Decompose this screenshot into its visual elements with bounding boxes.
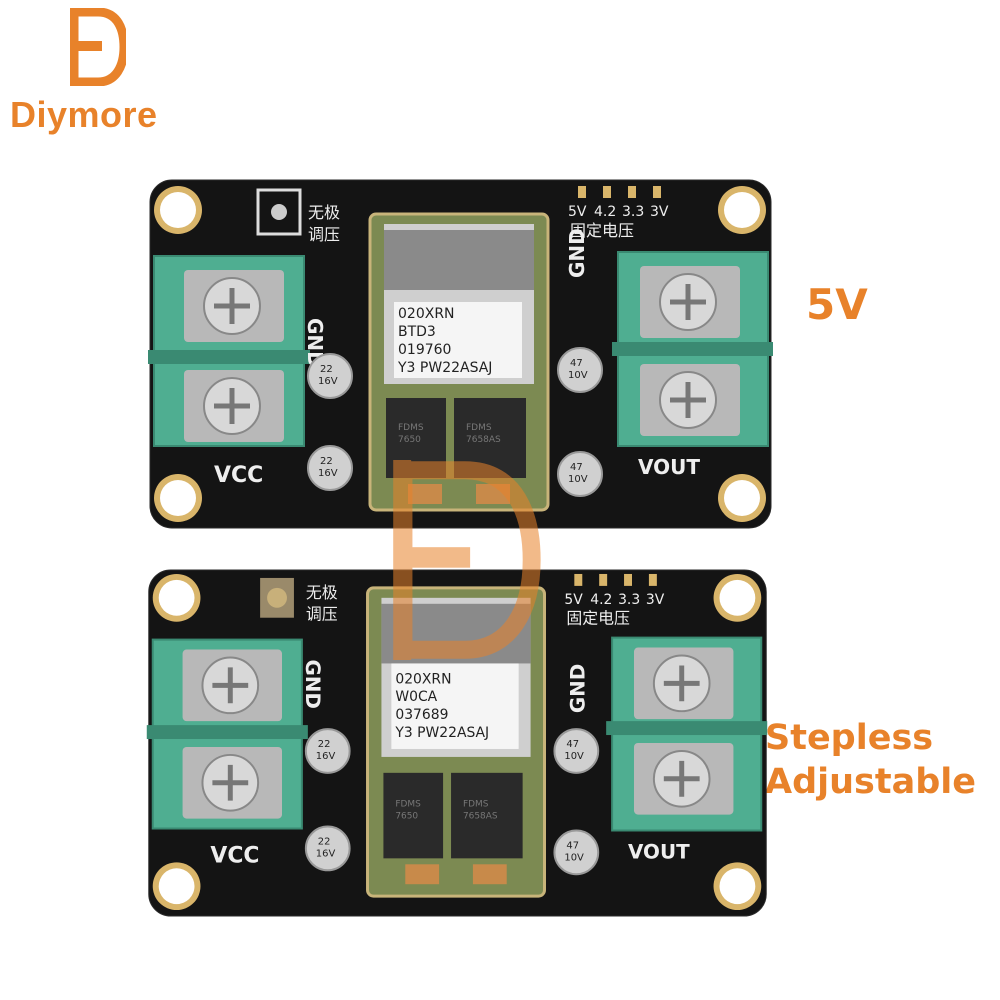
input-terminal-block [146, 638, 308, 830]
fixed-label: 固定电压 [570, 221, 634, 240]
module-line-3: Y3 PW22ASAJ [397, 360, 492, 376]
fixed-label: 固定电压 [566, 609, 630, 628]
fixed-v-2: 3.3 [618, 592, 640, 608]
cap-in-a-0: 22 [318, 739, 331, 750]
fixed-v-3: 3V [650, 204, 669, 220]
module-line-2: 037689 [395, 707, 448, 723]
cap-out-a-0: 47 [570, 358, 583, 369]
mosfet-left-0: FDMS [395, 800, 421, 810]
label-vout: VOUT [628, 840, 690, 863]
mosfet-right-1: 7658AS [463, 812, 498, 822]
input-terminal-block [148, 255, 310, 447]
fixed-voltage-pads [578, 186, 661, 198]
fixed-v-0: 5V [568, 204, 587, 220]
variant-label-line2: Adjustable [765, 762, 977, 802]
mosfet-left-1: 7650 [398, 435, 421, 445]
fixed-v-3: 3V [646, 592, 665, 608]
mosfet-left-1: 7650 [395, 812, 418, 822]
mosfet-right-0: FDMS [463, 800, 489, 810]
potentiometer-icon [260, 577, 294, 618]
power-module [366, 586, 546, 898]
pot-label-1: 无极 [306, 583, 338, 602]
pot-label-1: 无极 [308, 203, 340, 222]
output-terminal-block [612, 251, 774, 447]
power-module [368, 212, 550, 512]
variant-label-line1: Stepless [765, 718, 934, 758]
label-gnd-out: GND [566, 664, 589, 713]
cap-in-b-1: 16V [318, 468, 338, 479]
mosfet-right-0: FDMS [466, 423, 492, 433]
capacitor-icon [304, 728, 600, 876]
cap-out-b-1: 10V [564, 852, 584, 863]
module-line-2: 019760 [398, 342, 451, 358]
mounting-hole-icon [152, 573, 762, 911]
cap-out-b-0: 47 [566, 840, 579, 851]
variant-label-5v: 5V [806, 280, 868, 329]
cap-in-b-0: 22 [318, 836, 331, 847]
cap-out-a-0: 47 [566, 739, 579, 750]
variant-label-stepless: Stepless Adjustable [765, 716, 976, 804]
fixed-v-1: 4.2 [594, 204, 616, 220]
label-vcc: VCC [210, 843, 259, 868]
fixed-v-0: 5V [564, 592, 583, 608]
diymore-logo-icon [70, 8, 126, 86]
pcb-board-image: 无极 调压 5V 4.2 3.3 3V 固定电压 GND VCC [148, 179, 774, 529]
capacitor-icon [307, 347, 603, 497]
module-line-1: BTD3 [398, 324, 436, 340]
mounting-hole-icon [154, 186, 766, 522]
cap-out-b-1: 10V [568, 474, 588, 485]
cap-in-a-1: 16V [316, 751, 336, 762]
label-vout: VOUT [638, 455, 700, 479]
cap-in-b-1: 16V [316, 848, 336, 859]
brand-name: Diymore [10, 94, 158, 135]
pcb-board-image: 无极 调压 5V 4.2 3.3 3V 固定电压 GND VCC [146, 569, 768, 917]
cap-in-a-0: 22 [320, 364, 333, 375]
pcb-board-5v: 无极 调压 5V 4.2 3.3 3V 固定电压 GND VCC [148, 178, 774, 530]
cap-out-b-0: 47 [570, 462, 583, 473]
module-line-0: 020XRN [395, 671, 451, 687]
fixed-v-1: 4.2 [590, 592, 612, 608]
output-terminal-block [606, 636, 768, 832]
label-vcc: VCC [214, 463, 263, 488]
module-line-3: Y3 PW22ASAJ [394, 725, 489, 741]
cap-in-a-1: 16V [318, 376, 338, 387]
cap-out-a-1: 10V [564, 751, 584, 762]
mosfet-right-1: 7658AS [466, 435, 501, 445]
mosfet-left-0: FDMS [398, 423, 424, 433]
label-gnd-out: GND [565, 228, 589, 278]
label-gnd-in: GND [301, 659, 324, 708]
module-line-0: 020XRN [398, 306, 455, 322]
fixed-v-2: 3.3 [622, 204, 644, 220]
pot-label-2: 调压 [306, 605, 338, 624]
module-line-1: W0CA [395, 689, 437, 705]
cap-out-a-1: 10V [568, 370, 588, 381]
cap-in-b-0: 22 [320, 456, 333, 467]
fixed-voltage-pads [574, 573, 657, 586]
pot-label-2: 调压 [308, 225, 340, 244]
pcb-board-adjustable: 无极 调压 5V 4.2 3.3 3V 固定电压 GND VCC [146, 568, 769, 918]
brand-logo: Diymore [10, 8, 200, 138]
